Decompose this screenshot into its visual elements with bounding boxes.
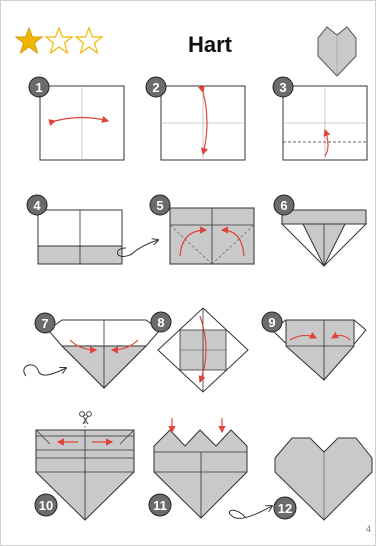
step-number: 2 [152, 80, 159, 95]
finished-heart-preview-icon [317, 26, 357, 77]
page-corner-mark: 4 [366, 524, 372, 534]
page-title: Hart [188, 32, 233, 57]
step-badge: 9 [261, 311, 283, 333]
star-empty-icon [44, 26, 74, 55]
step-number: 11 [153, 498, 167, 513]
step-8-diagram [157, 307, 249, 393]
step-11-diagram [153, 418, 272, 519]
step-badge: 10 [34, 493, 58, 517]
difficulty-rating [14, 26, 104, 55]
star-empty-icon [74, 26, 104, 55]
step-badge: 1 [28, 76, 50, 98]
step-badge: 12 [273, 496, 297, 520]
step-7-diagram [23, 319, 161, 389]
star-filled-icon [14, 26, 44, 55]
scissors-icon [79, 411, 92, 425]
step-badge: 8 [150, 311, 172, 333]
step-2-diagram [160, 85, 246, 161]
step-number: 10 [39, 498, 53, 513]
step-badge: 6 [273, 194, 295, 216]
step-badge: 2 [145, 76, 167, 98]
step-number: 3 [279, 80, 286, 95]
step-badge: 4 [26, 194, 48, 216]
step-number: 12 [278, 501, 292, 516]
step-3-diagram [282, 85, 368, 161]
step-badge: 3 [272, 76, 294, 98]
step-number: 7 [41, 316, 48, 331]
step-badge: 5 [149, 194, 171, 216]
step-number: 9 [268, 315, 275, 330]
step-12-diagram [274, 437, 373, 521]
step-number: 6 [280, 198, 287, 213]
step-9-diagram [271, 319, 367, 381]
step-5-diagram [169, 207, 255, 265]
step-4-diagram [37, 209, 158, 265]
step-number: 8 [157, 315, 164, 330]
step-badge: 11 [148, 493, 172, 517]
step-1-diagram [39, 85, 125, 161]
step-6-diagram [280, 209, 368, 268]
step-number: 1 [35, 80, 42, 95]
step-badge: 7 [34, 312, 56, 334]
step-number: 5 [156, 198, 163, 213]
step-10-diagram [35, 411, 135, 521]
step-number: 4 [33, 198, 41, 213]
